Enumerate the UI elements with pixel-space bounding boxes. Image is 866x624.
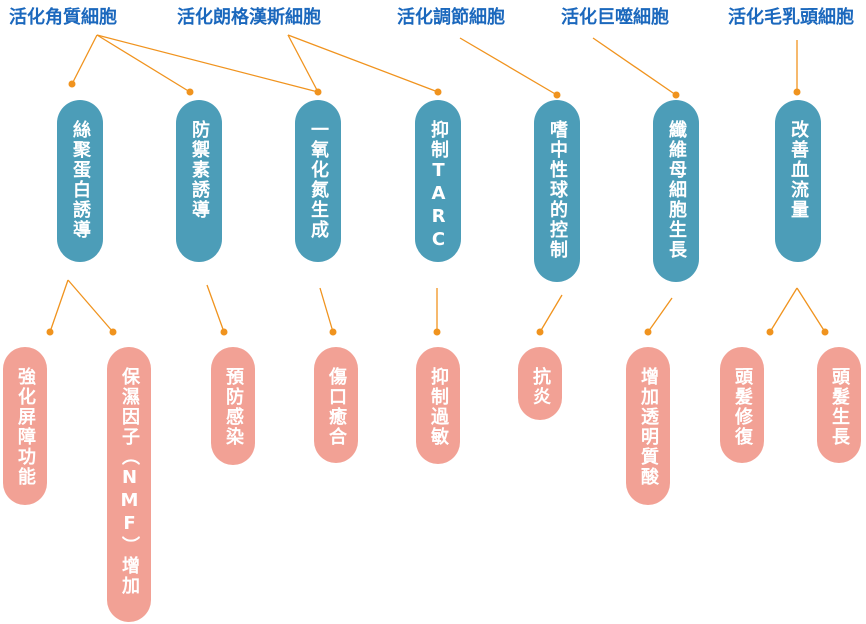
effect-pill: 頭髮修復 bbox=[720, 347, 764, 463]
activity-pill: 絲聚蛋白誘導 bbox=[57, 100, 103, 262]
activity-pill: 抑制TARC bbox=[415, 100, 461, 262]
effect-pill: 頭髮生長 bbox=[817, 347, 861, 463]
activity-pill: 纖維母細胞生長 bbox=[653, 100, 699, 282]
effect-pill: 傷口癒合 bbox=[314, 347, 358, 463]
effect-pill: 增加透明質酸 bbox=[626, 347, 670, 505]
activity-pill: 一氧化氮生成 bbox=[295, 100, 341, 262]
activity-pill: 嗜中性球的控制 bbox=[534, 100, 580, 282]
effect-pill: 強化屏障功能 bbox=[3, 347, 47, 505]
effect-pill: 預防感染 bbox=[211, 347, 255, 465]
effect-pill: 保濕因子（NMF）增加 bbox=[107, 347, 151, 622]
cell-keratinocyte: 活化角質細胞 bbox=[9, 7, 117, 28]
activity-pill: 防禦素誘導 bbox=[176, 100, 222, 262]
cell-macrophage: 活化巨噬細胞 bbox=[561, 7, 669, 28]
cell-dermal-papilla: 活化毛乳頭細胞 bbox=[728, 7, 854, 28]
activity-pill: 改善血流量 bbox=[775, 100, 821, 262]
effect-pill: 抗炎 bbox=[518, 347, 562, 420]
cell-langerhans: 活化朗格漢斯細胞 bbox=[177, 7, 321, 28]
effect-pill: 抑制過敏 bbox=[416, 347, 460, 464]
cell-regulatory: 活化調節細胞 bbox=[397, 7, 505, 28]
